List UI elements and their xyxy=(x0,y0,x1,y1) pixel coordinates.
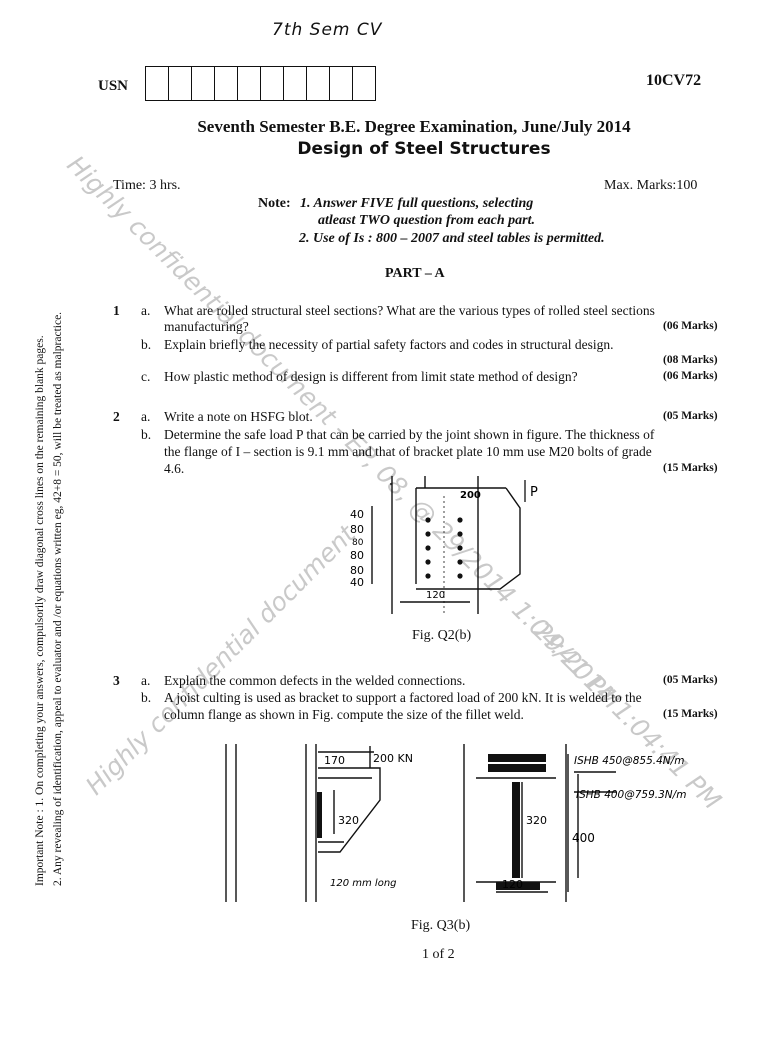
q3-number: 3 xyxy=(113,673,120,688)
handwritten-header: 7th Sem CV xyxy=(272,20,383,40)
q3b-label-bracket: ISHB 400@759.3N/m xyxy=(576,789,686,801)
q3b-dim-height: 400 xyxy=(572,831,595,845)
fig-q2b-caption: Fig. Q2(b) xyxy=(412,628,472,643)
usn-cell[interactable] xyxy=(353,67,375,100)
usn-cell[interactable] xyxy=(238,67,261,100)
q3b-weld-note: 120 mm long xyxy=(330,878,397,889)
q1a-text-2: manufacturing? xyxy=(164,319,249,334)
q2b-dim-4: 80 xyxy=(350,549,364,562)
q1c-marks: (06 Marks) xyxy=(663,370,718,382)
subject-title: Design of Steel Structures xyxy=(297,139,551,159)
q1-number: 1 xyxy=(113,303,120,318)
q2b-dim-top: 200 xyxy=(460,490,481,501)
q3b-label: b. xyxy=(141,690,152,705)
q1a-text-1: What are rolled structural steel section… xyxy=(164,303,655,318)
usn-cell[interactable] xyxy=(192,67,215,100)
part-heading: PART – A xyxy=(385,266,445,281)
page-number: 1 of 2 xyxy=(422,947,455,962)
max-marks: Max. Marks:100 xyxy=(604,178,698,193)
q3b-dim-depth-right: 320 xyxy=(526,814,547,827)
figure-q3b-elevation: 170 200 KN 320 120 mm long xyxy=(225,744,413,902)
usn-cell[interactable] xyxy=(146,67,169,100)
q2b-dim-bottom: 120 xyxy=(426,590,445,601)
side-note-1: Important Note : 1. On completing your a… xyxy=(34,335,46,886)
figure-q3b-section: ISHB 450@855.4N/m ISHB 400@759.3N/m 320 … xyxy=(463,744,686,902)
q2b-load: P xyxy=(530,485,538,500)
q2a-text: Write a note on HSFG blot. xyxy=(164,409,313,424)
q2b-text-3: 4.6. xyxy=(164,461,185,476)
q3b-dim-top: 170 xyxy=(324,754,345,767)
fig-q3b-caption: Fig. Q3(b) xyxy=(411,918,471,933)
q1b-label: b. xyxy=(141,337,152,352)
note-line-2: atleast TWO question from each part. xyxy=(318,213,536,228)
note-line-3: 2. Use of Is : 800 – 2007 and steel tabl… xyxy=(299,231,605,246)
q2a-marks: (05 Marks) xyxy=(663,410,718,422)
q1b-text: Explain briefly the necessity of partial… xyxy=(164,337,614,352)
q2b-marks: (15 Marks) xyxy=(663,462,718,474)
exam-title: Seventh Semester B.E. Degree Examination… xyxy=(197,117,631,136)
figure-q2b: 40 80 80 80 80 40 200 120 P xyxy=(350,476,538,614)
time-allowed: Time: 3 hrs. xyxy=(113,178,181,193)
q2b-dim-1: 40 xyxy=(350,508,364,521)
q3a-text: Explain the common defects in the welded… xyxy=(164,673,466,688)
q2b-text-2: the flange of I – section is 9.1 mm and … xyxy=(164,444,652,459)
q3b-text-2: column flange as shown in Fig. compute t… xyxy=(164,707,524,722)
q1c-label: c. xyxy=(141,369,151,384)
usn-cell[interactable] xyxy=(307,67,330,100)
q3b-marks: (15 Marks) xyxy=(663,708,718,720)
usn-cell[interactable] xyxy=(330,67,353,100)
usn-cell[interactable] xyxy=(284,67,307,100)
q2a-label: a. xyxy=(141,409,151,424)
q1a-label: a. xyxy=(141,303,151,318)
q3b-load: 200 KN xyxy=(373,752,413,765)
q3b-dim-width: 120 xyxy=(502,878,523,891)
note-line-1: 1. Answer FIVE full questions, selecting xyxy=(300,196,534,211)
q2b-label: b. xyxy=(141,427,152,442)
q1b-marks: (08 Marks) xyxy=(663,354,718,366)
q2b-text-1: Determine the safe load P that can be ca… xyxy=(164,427,655,442)
note-label: Note: xyxy=(258,196,291,211)
q3a-marks: (05 Marks) xyxy=(663,674,718,686)
q3b-label-column: ISHB 450@855.4N/m xyxy=(574,755,684,767)
usn-cell[interactable] xyxy=(261,67,284,100)
q2-number: 2 xyxy=(113,409,120,424)
q1a-marks: (06 Marks) xyxy=(663,320,718,332)
q2b-dim-6: 40 xyxy=(350,576,364,589)
q3a-label: a. xyxy=(141,673,151,688)
q3b-text-1: A joist culting is used as bracket to su… xyxy=(164,690,642,705)
side-note-2: 2. Any revealing of identification, appe… xyxy=(52,311,64,886)
q2b-dim-2: 80 xyxy=(350,523,364,536)
usn-boxes[interactable] xyxy=(145,66,376,101)
usn-cell[interactable] xyxy=(215,67,238,100)
q1c-text: How plastic method of design is differen… xyxy=(164,369,578,384)
q3b-dim-depth: 320 xyxy=(338,814,359,827)
subject-code: 10CV72 xyxy=(646,72,702,89)
q2b-dim-5: 80 xyxy=(350,564,364,577)
usn-cell[interactable] xyxy=(169,67,192,100)
q2b-dim-3: 80 xyxy=(352,538,364,548)
usn-label: USN xyxy=(98,78,129,94)
